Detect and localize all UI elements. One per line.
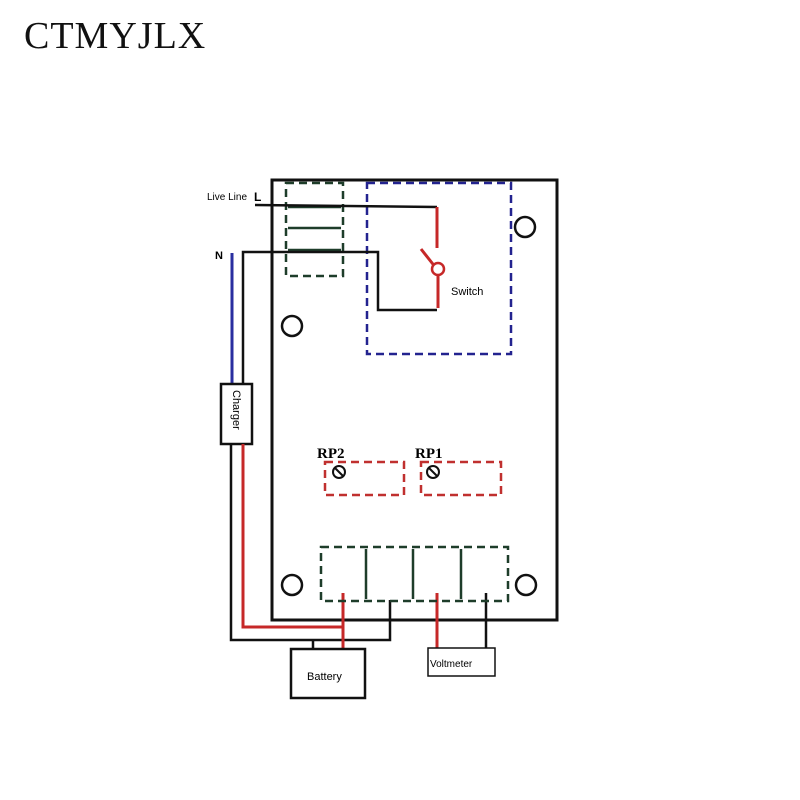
charger-negative-wire (229, 444, 392, 642)
charger-box (219, 382, 254, 446)
mounting-hole (280, 573, 304, 597)
voltmeter-box (427, 647, 496, 677)
rp1-screw-icon[interactable] (426, 465, 440, 479)
switch-label: Switch (451, 286, 483, 298)
output-terminal-block (319, 545, 510, 603)
mounting-hole (513, 215, 537, 239)
mounting-hole (514, 573, 538, 597)
input-terminal-block (284, 181, 345, 278)
rp2-label: RP2 (317, 446, 345, 462)
neutral-label: N (215, 250, 223, 262)
live-line-label: Live Line (207, 192, 247, 203)
switch-contact (430, 261, 446, 277)
live-letter-label: L (254, 190, 261, 204)
switch-return-wire (241, 250, 437, 390)
rp1-label: RP1 (415, 446, 443, 462)
live-wire-in (254, 203, 438, 209)
rp1-zone (419, 460, 503, 497)
brand-logo: CTMYJLX (24, 15, 207, 57)
charger-positive-wire (241, 444, 345, 629)
relay-switch-area (365, 181, 513, 356)
mounting-hole (280, 314, 304, 338)
rp2-zone (323, 460, 406, 497)
voltmeter-label: Voltmeter (430, 659, 473, 670)
pcb-board (270, 178, 559, 622)
charger-label: Charger (230, 390, 242, 430)
battery-box (289, 647, 367, 700)
rp2-screw-icon[interactable] (332, 465, 346, 479)
battery-label: Battery (307, 671, 342, 683)
